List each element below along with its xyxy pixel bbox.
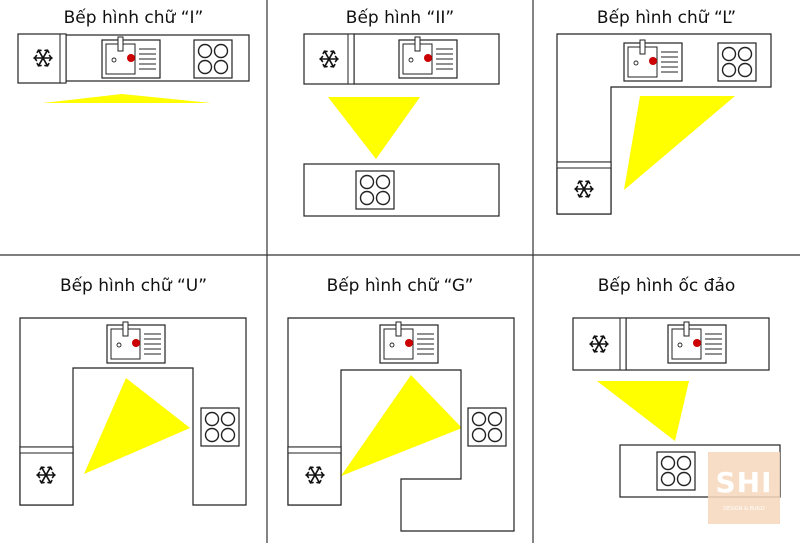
work-triangle xyxy=(341,375,462,476)
sink-icon xyxy=(623,39,683,82)
sink-icon xyxy=(379,321,439,364)
layout-island xyxy=(572,317,781,498)
layout-i-shape xyxy=(17,33,250,103)
layout-g-shape xyxy=(287,317,515,532)
counter-opposite xyxy=(303,163,500,217)
stove-icon xyxy=(200,407,240,447)
work-triangle xyxy=(624,96,735,190)
sink-icon xyxy=(667,321,727,364)
title-island: Bếp hình ốc đảo xyxy=(597,276,736,296)
stove-icon xyxy=(355,170,395,210)
title-i-shape: Bếp hình chữ “I” xyxy=(63,8,204,28)
watermark-logo-text: SHI xyxy=(715,466,773,499)
layout-l-shape xyxy=(556,33,772,215)
work-triangle xyxy=(328,97,420,159)
work-triangle xyxy=(43,94,211,103)
watermark-logo: SHI DESIGN & BUILD xyxy=(708,452,780,524)
layout-u-shape xyxy=(19,317,247,506)
title-g-shape: Bếp hình chữ “G” xyxy=(326,276,474,296)
sink-icon xyxy=(101,36,161,79)
title-u-shape: Bếp hình chữ “U” xyxy=(59,276,208,296)
watermark-tagline: DESIGN & BUILD xyxy=(723,506,765,512)
title-ii-shape: Bếp hình “II” xyxy=(345,8,455,28)
sink-icon xyxy=(398,36,458,79)
layout-ii-shape xyxy=(303,33,500,217)
work-triangle xyxy=(84,378,190,474)
stove-icon xyxy=(656,451,696,491)
sink-icon xyxy=(106,321,166,364)
stove-icon xyxy=(717,42,757,82)
stove-icon xyxy=(467,407,507,447)
work-triangle xyxy=(597,381,689,441)
stove-icon xyxy=(193,39,233,79)
title-l-shape: Bếp hình chữ “L” xyxy=(596,8,737,28)
